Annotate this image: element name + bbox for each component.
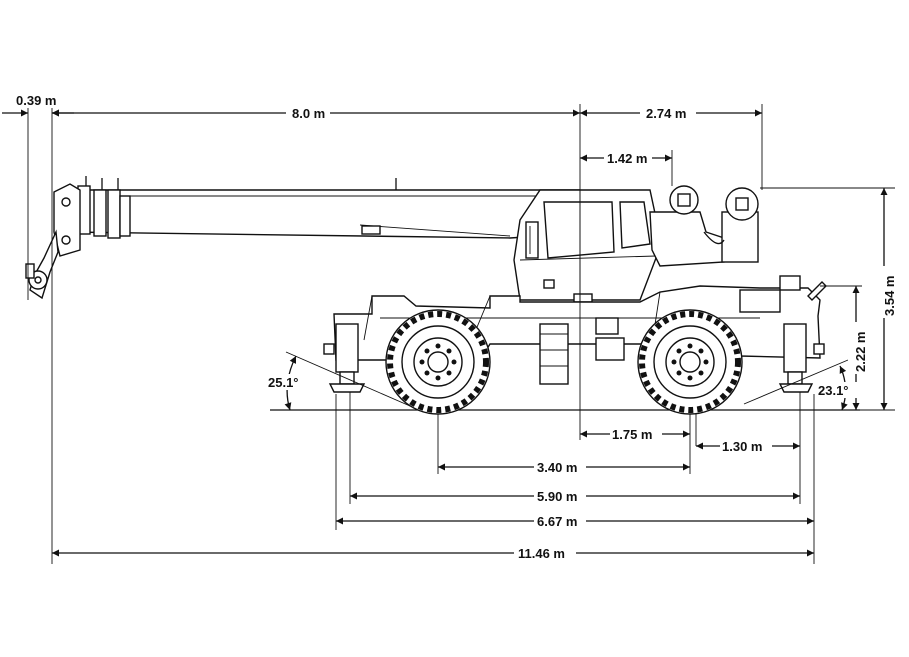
label-boom-reach: 8.0 m <box>292 106 325 121</box>
label-axle-to-outrigger: 1.30 m <box>722 439 762 454</box>
counterweight <box>649 185 759 267</box>
label-center-to-rear-axle: 1.75 m <box>612 427 652 442</box>
cab <box>513 189 657 303</box>
extension-lines <box>27 104 895 564</box>
label-center-to-rear: 2.74 m <box>646 106 686 121</box>
label-overall-height: 3.54 m <box>882 276 897 316</box>
label-outrigger-span: 5.90 m <box>537 489 577 504</box>
front-outrigger <box>323 323 366 393</box>
label-overall-length: 11.46 m <box>518 546 565 561</box>
front-wheel <box>385 309 491 415</box>
label-boom-nose-offset: 0.39 m <box>16 93 56 108</box>
dimension-labels: 0.39 m 8.0 m 2.74 m 1.42 m 3.54 m 2.22 m… <box>14 92 897 562</box>
boom <box>25 176 602 300</box>
crane-illustration <box>25 104 860 440</box>
label-carrier-length: 6.67 m <box>537 514 577 529</box>
label-departure-angle: 23.1° <box>818 383 849 398</box>
label-carrier-height: 2.22 m <box>853 332 868 372</box>
label-approach-angle: 25.1° <box>268 375 299 390</box>
label-wheelbase: 3.40 m <box>537 460 577 475</box>
rear-wheel <box>637 309 743 415</box>
rear-outrigger <box>778 323 825 393</box>
label-center-to-cab: 1.42 m <box>607 151 647 166</box>
